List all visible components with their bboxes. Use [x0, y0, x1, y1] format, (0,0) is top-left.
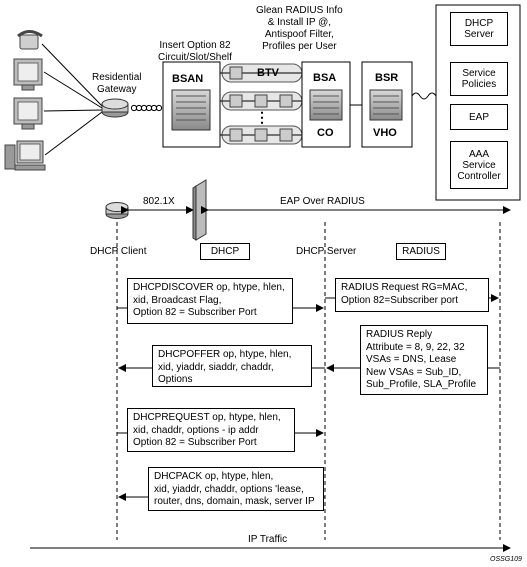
residential-gateway-icon — [101, 98, 129, 118]
set-top-box-icon — [229, 66, 293, 142]
dsl-link — [130, 104, 163, 112]
message-dhcpoffer: DHCPOFFER op, htype, hlen, xid, yiaddr, … — [152, 345, 312, 387]
message-radius-request: RADIUS Request RG=MAC, Option 82=Subscri… — [335, 278, 489, 312]
server-box-eap: EAP — [450, 104, 508, 130]
residential-gateway-label: Residential Gateway — [92, 72, 142, 95]
lifelines — [116, 222, 501, 540]
server-box-service-policies: Service Policies — [450, 62, 508, 96]
bsa-label: BSA — [313, 72, 337, 84]
radius-box: RADIUS — [396, 243, 446, 260]
figure-id: OSSG109 — [490, 556, 522, 563]
dhcp-box: DHCP — [200, 243, 250, 260]
message-dhcpack: DHCPACK op, htype, hlen, xid, yiaddr, ch… — [148, 467, 324, 511]
phone-icon — [17, 30, 43, 50]
server-box-aaa: AAA Service Controller — [450, 141, 508, 189]
label-dhcp-server: DHCP Server — [296, 246, 357, 257]
glean-radius-label: Glean RADIUS Info & Install IP @, Antisp… — [256, 5, 343, 52]
switch-slab-icon — [192, 179, 207, 241]
message-radius-reply: RADIUS Reply Attribute = 8, 9, 22, 32 VS… — [360, 325, 488, 395]
bsa-chassis-icon — [309, 89, 343, 121]
label-8021x: 802.1X — [143, 196, 175, 207]
monitor-icon — [13, 58, 43, 91]
message-dhcpdiscover: DHCPDISCOVER op, htype, hlen, xid, Broad… — [127, 278, 293, 324]
bsr-label: BSR — [375, 72, 399, 84]
bsan-chassis-icon — [171, 89, 211, 131]
computer-icon — [4, 140, 46, 171]
co-label: CO — [317, 127, 334, 139]
bsr-chassis-icon — [369, 89, 403, 121]
insert-option82-label: Insert Option 82 Circuit/Slot/Shelf — [158, 40, 232, 63]
client-router-icon — [105, 202, 129, 219]
monitor-icon — [13, 97, 43, 130]
bsan-label: BSAN — [172, 73, 204, 85]
btv-ellipsis: ⋮ — [255, 109, 269, 125]
label-ip-traffic: IP Traffic — [248, 534, 288, 545]
label-eap-over-radius: EAP Over RADIUS — [280, 196, 365, 207]
vho-label: VHO — [373, 127, 397, 139]
cloud-link — [411, 92, 437, 100]
btv-label: BTV — [257, 67, 279, 79]
label-dhcp-client: DHCP Client — [90, 246, 147, 257]
device-links — [41, 43, 103, 156]
message-dhcprequest: DHCPREQUEST op, htype, hlen, xid, chaddr… — [127, 408, 295, 452]
server-box-dhcp: DHCP Server — [450, 12, 508, 46]
